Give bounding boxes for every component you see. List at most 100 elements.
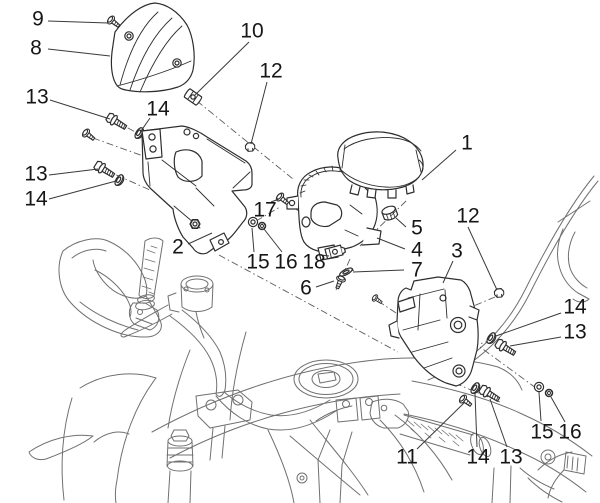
part-nut-12-top: [244, 142, 256, 152]
fuel-cap: [293, 359, 359, 399]
cluster-mount-tabs: [349, 184, 415, 199]
callout-12-leader: [467, 226, 498, 291]
callout-13-leader: [489, 398, 508, 448]
connector-block: [563, 451, 587, 475]
callout-16-leader: [550, 396, 566, 423]
callout-8-label: 8: [30, 37, 42, 60]
callout-10-label: 10: [240, 20, 263, 43]
callout-15-leader: [251, 227, 255, 253]
switch-housing-left: [120, 302, 173, 338]
part-clip-18: [324, 244, 347, 260]
part-screw-small-left: [80, 127, 98, 144]
brake-lever: [120, 304, 173, 338]
part-bolt-13c: [493, 337, 519, 359]
callout-3-leader: [442, 260, 454, 284]
callout-13-label: 13: [499, 446, 522, 469]
callout-18-leader: [320, 254, 330, 257]
front-cowl: [267, 414, 453, 503]
callout-12-label: 12: [259, 60, 282, 83]
callout-12-label: 12: [456, 205, 479, 228]
part-nut-12-right: [493, 288, 505, 298]
master-cylinder: [167, 275, 214, 339]
callout-14-leader: [474, 392, 478, 448]
callout-9-leader: [47, 20, 109, 24]
callout-9-label: 9: [32, 8, 44, 31]
callout-16-label: 16: [274, 251, 297, 274]
callout-14-leader: [140, 117, 151, 132]
callout-18-label: 18: [302, 251, 325, 274]
callout-1-leader: [421, 149, 457, 181]
part-nut-16b: [544, 388, 554, 398]
wiring-harness: [519, 449, 587, 503]
axis-washer15-nut16: [255, 206, 281, 222]
callout-14-label: 14: [466, 446, 490, 469]
windscreen-screw-hole: [174, 60, 180, 66]
part-bracket-lower: [388, 276, 480, 387]
callout-17-label: 17: [253, 199, 276, 222]
callout-15-label: 15: [246, 251, 269, 274]
callout-2-leader: [187, 232, 213, 245]
callout-10-leader: [194, 41, 250, 96]
callout-4-label: 4: [411, 239, 423, 262]
axis-bracket2-to-bracket3: [218, 254, 399, 353]
callout-14-label: 14: [24, 188, 48, 211]
switch-housing-right: [369, 398, 409, 429]
callout-17-leader: [270, 198, 280, 203]
callout-13-leader: [49, 99, 111, 120]
callout-5-leader: [395, 217, 407, 228]
callout-13-label: 13: [25, 86, 48, 109]
part-bracket-main: [141, 125, 253, 255]
part-bolt-13b: [92, 159, 118, 181]
axis-screw-to-bracket: [92, 137, 147, 158]
part-washer-15b: [533, 381, 545, 393]
parts: [80, 2, 554, 410]
callout-11-leader: [416, 402, 465, 450]
callout-15-label: 15: [530, 421, 553, 444]
right-bar-and-grip: [315, 395, 492, 458]
callout-14-label: 14: [146, 98, 170, 121]
handguard: [58, 238, 162, 338]
callout-16-leader: [263, 228, 283, 253]
axis-washer15-nut16-bottom: [479, 346, 537, 389]
part-washer-14b: [112, 172, 127, 188]
callout-2-label: 2: [172, 236, 184, 259]
callout-14-leader: [495, 312, 562, 337]
callout-8-leader: [47, 48, 111, 57]
bar-end-weight: [478, 436, 492, 458]
callout-13-label: 13: [24, 163, 47, 186]
callout-7-leader: [352, 269, 405, 273]
callout-6-leader: [315, 280, 335, 288]
callout-16-label: 16: [558, 421, 581, 444]
part-clip-10: [183, 88, 203, 106]
callout-leader-lines: [47, 20, 566, 450]
part-nut-16a: [257, 221, 267, 231]
callout-15-leader: [538, 391, 542, 422]
axis-clip10-nut12-housing: [196, 100, 294, 180]
callout-13-leader: [48, 168, 99, 176]
callout-4-leader: [376, 237, 406, 250]
callout-1-label: 1: [461, 132, 473, 155]
callout-14-label: 14: [563, 296, 587, 319]
axis-bolt13b: [102, 168, 151, 191]
fork-leg: [166, 429, 194, 503]
part-grommet: [381, 205, 399, 221]
part-instrument-cluster: [337, 131, 424, 199]
part-windscreen: [110, 2, 195, 93]
callout-13-label: 13: [563, 321, 586, 344]
windscreen-screw-hole: [126, 33, 132, 39]
callout-5-label: 5: [411, 217, 423, 240]
left-grip: [135, 237, 164, 311]
callout-12-leader: [250, 81, 268, 145]
bike-line-art: [28, 175, 599, 503]
front-fender: [28, 331, 247, 503]
callout-11-label: 11: [396, 446, 418, 469]
callout-6-label: 6: [300, 277, 312, 300]
handlebar-tube: [169, 309, 337, 431]
part-screw-6: [332, 274, 347, 291]
callout-3-label: 3: [451, 240, 463, 263]
part-bolt-13a: [104, 111, 130, 133]
callout-13-leader: [509, 336, 562, 347]
